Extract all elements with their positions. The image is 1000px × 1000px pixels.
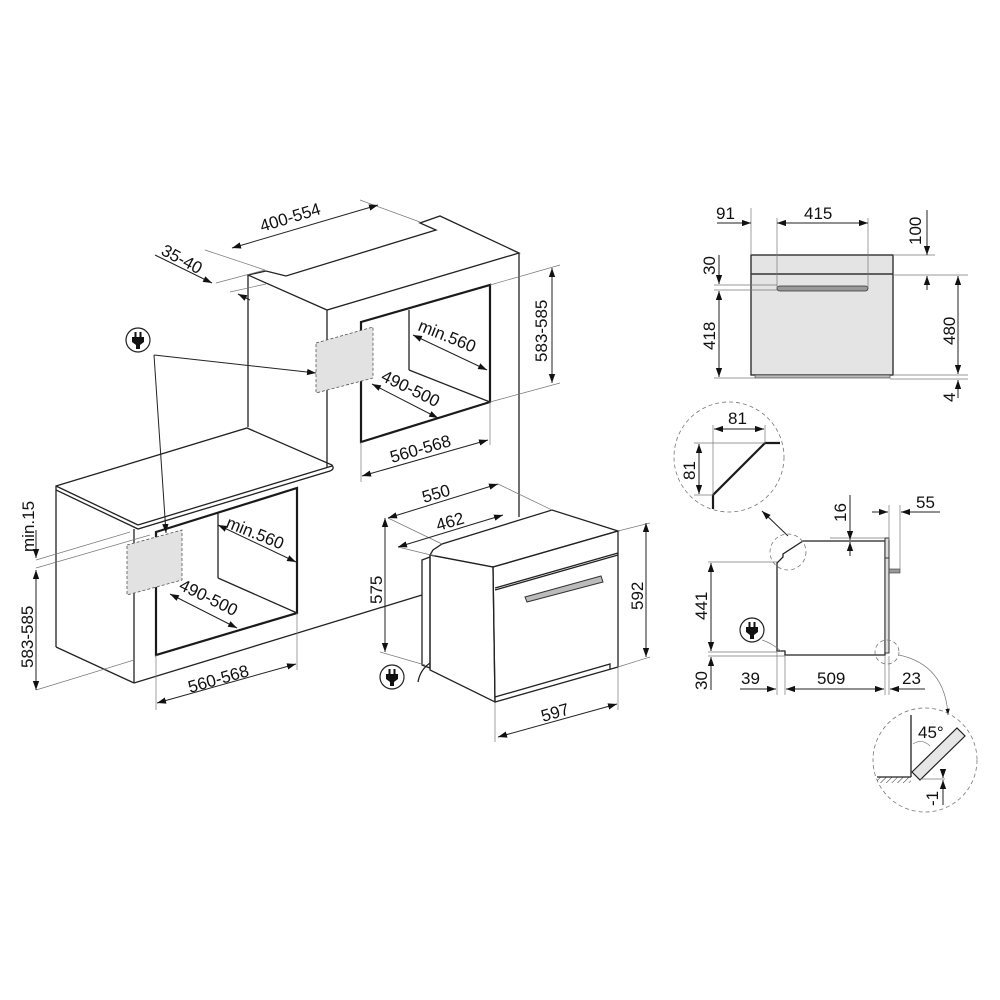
door-detail [872,707,978,813]
dim-upper-niche-width: 560-568 [388,431,453,466]
side-view [761,533,901,665]
dim-front-panel-height: 30 [700,256,719,275]
dim-front-handle-width: 415 [804,204,832,223]
dim-oven-body-depth: 462 [434,509,467,535]
dim-lower-niche-width: 560-568 [186,661,251,696]
dim-oven-front-width: 597 [539,700,572,726]
dim-side-top-step: 16 [831,503,850,522]
tall-cabinet [245,215,521,517]
dim-front-door-height: 418 [700,322,719,350]
oven-plug-icon [379,664,405,690]
dim-oven-total-depth: 550 [420,481,453,507]
dim-lower-niche-depth: min.560 [224,513,287,553]
dim-door-angle: 45° [918,723,944,742]
oven-3d [417,509,621,704]
bevel-detail [673,401,785,513]
dim-bevel-height: 81 [680,461,699,480]
socket-zone-upper [315,326,374,394]
dim-oven-body-height: 575 [367,576,386,604]
dim-bevel-width: 81 [728,409,747,428]
dim-side-base-height: 30 [692,671,711,690]
dim-side-handle-depth: 55 [916,493,935,512]
dim-front-top-to-handle: 100 [906,217,925,245]
dim-upper-niche-depth: min.560 [416,316,479,356]
plug-icon [125,327,151,353]
under-counter-cabinet [55,427,423,684]
socket-zone-lower [126,529,183,596]
dim-front-left-offset: 91 [716,204,735,223]
side-plug-icon [739,617,765,643]
dim-front-plinth: 4 [940,393,959,402]
dim-front-body-height: 480 [940,317,959,345]
dim-back-gap: 35-40 [158,241,205,278]
dim-oven-front-height: 592 [628,582,647,610]
dim-lower-niche-height: 583-585 [18,606,37,668]
dim-side-body-height: 441 [692,592,711,620]
front-view [750,254,894,379]
dim-door-offset: -1 [923,791,942,806]
dim-side-rear-offset: 39 [741,669,760,688]
dim-upper-niche-height: 583-585 [532,300,551,362]
dim-counter-gap: min.15 [19,501,38,552]
dim-side-door-thickness: 23 [902,669,921,688]
dim-side-body-depth: 509 [817,669,845,688]
